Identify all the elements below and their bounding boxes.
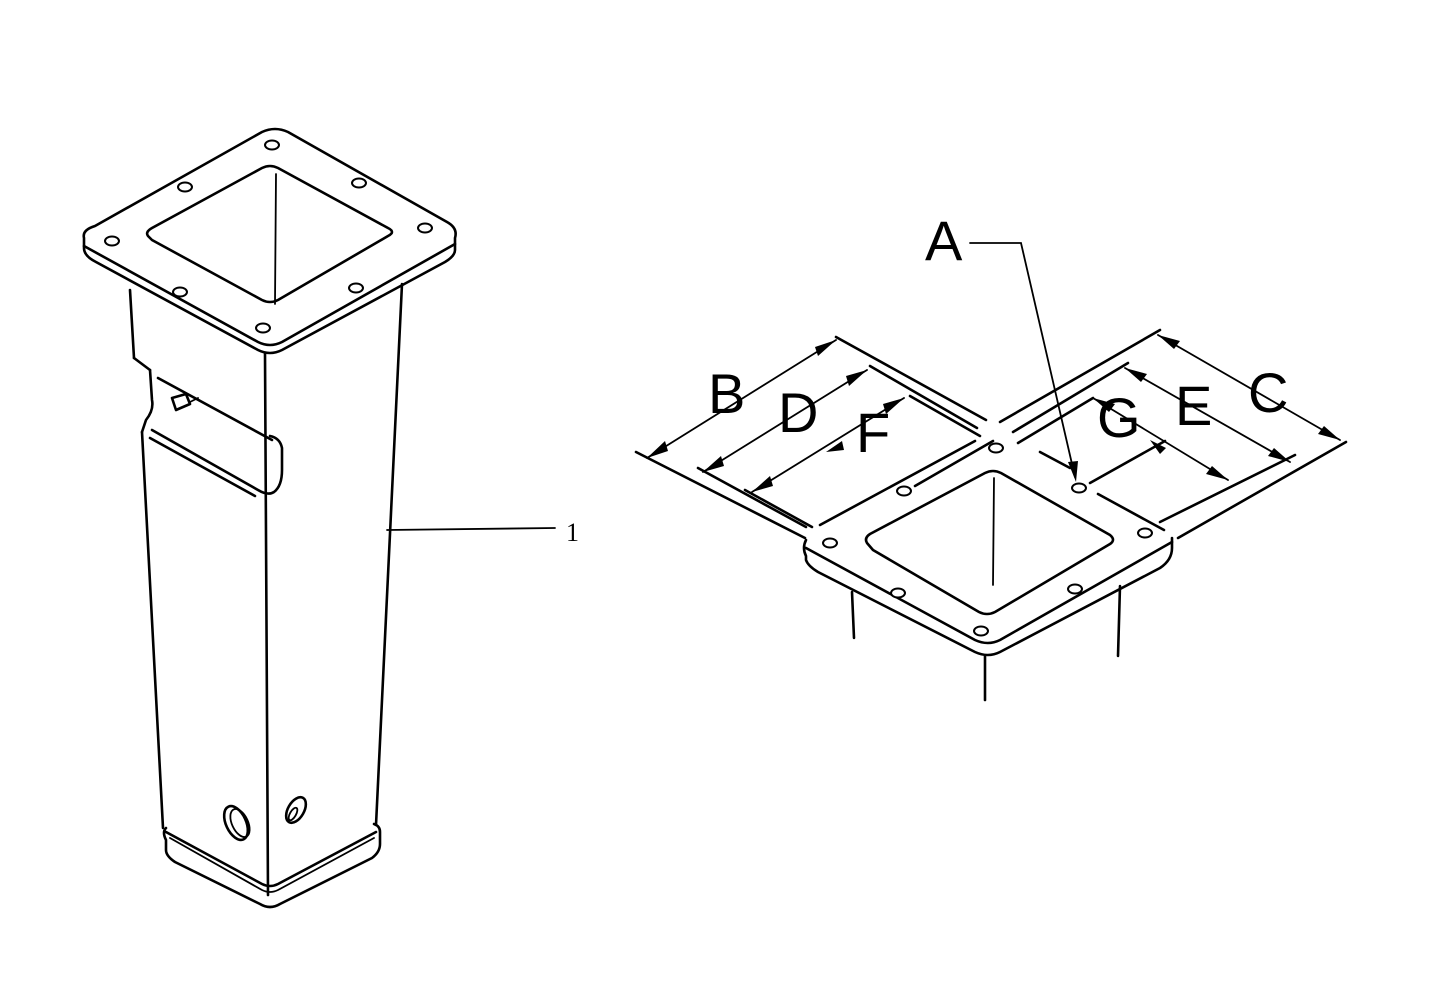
dimension-label-a: A xyxy=(925,209,963,272)
column-part-drawing xyxy=(82,127,556,909)
dimension-label-g: G xyxy=(1097,386,1141,449)
part-number-1-callout: 1 xyxy=(566,518,579,547)
dimension-label-f: F xyxy=(856,401,890,464)
dimension-label-e: E xyxy=(1175,374,1212,437)
dimension-label-d: D xyxy=(778,381,818,444)
flange-dimension-drawing xyxy=(634,242,1348,702)
dimension-label-c: C xyxy=(1248,361,1288,424)
dimension-label-b: B xyxy=(708,362,745,425)
